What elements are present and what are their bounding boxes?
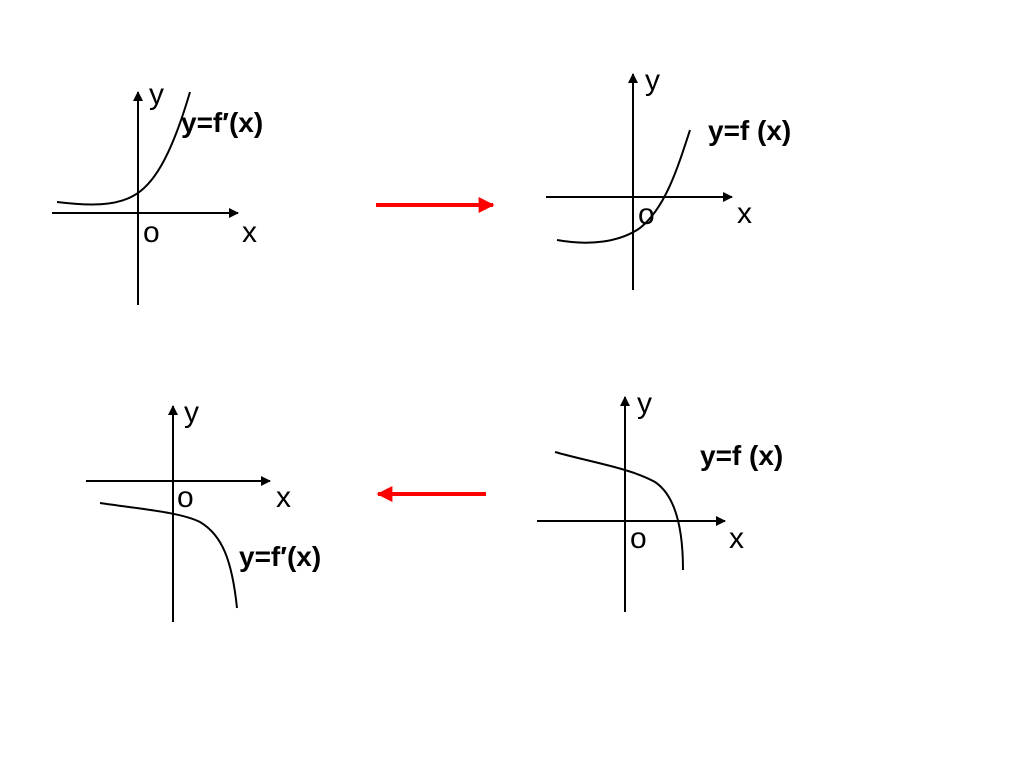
y-axis-label: y	[184, 396, 199, 429]
y-axis-label: y	[645, 64, 660, 97]
panel-top-left: y x o y=f′(x)	[52, 78, 263, 305]
y-axis-label: y	[149, 78, 164, 111]
x-axis-label: x	[729, 522, 744, 555]
derivative-curve	[56, 91, 191, 206]
derivative-curve	[99, 502, 238, 609]
origin-label: o	[638, 198, 655, 231]
origin-label: o	[143, 216, 160, 249]
function-label: y=f′(x)	[181, 107, 263, 138]
function-label: y=f′(x)	[239, 541, 321, 572]
panel-top-right: y x o y=f (x)	[546, 64, 791, 290]
function-curve	[554, 451, 684, 571]
origin-label: o	[177, 481, 194, 514]
origin-label: o	[630, 522, 647, 555]
function-curve	[556, 129, 691, 244]
function-label: y=f (x)	[708, 115, 791, 146]
panel-bottom-left: y x o y=f′(x)	[86, 396, 321, 622]
x-axis-label: x	[276, 481, 291, 514]
panel-bottom-right: y x o y=f (x)	[537, 387, 783, 612]
y-axis-label: y	[637, 387, 652, 420]
function-label: y=f (x)	[700, 440, 783, 471]
x-axis-label: x	[242, 216, 257, 249]
x-axis-label: x	[737, 197, 752, 230]
